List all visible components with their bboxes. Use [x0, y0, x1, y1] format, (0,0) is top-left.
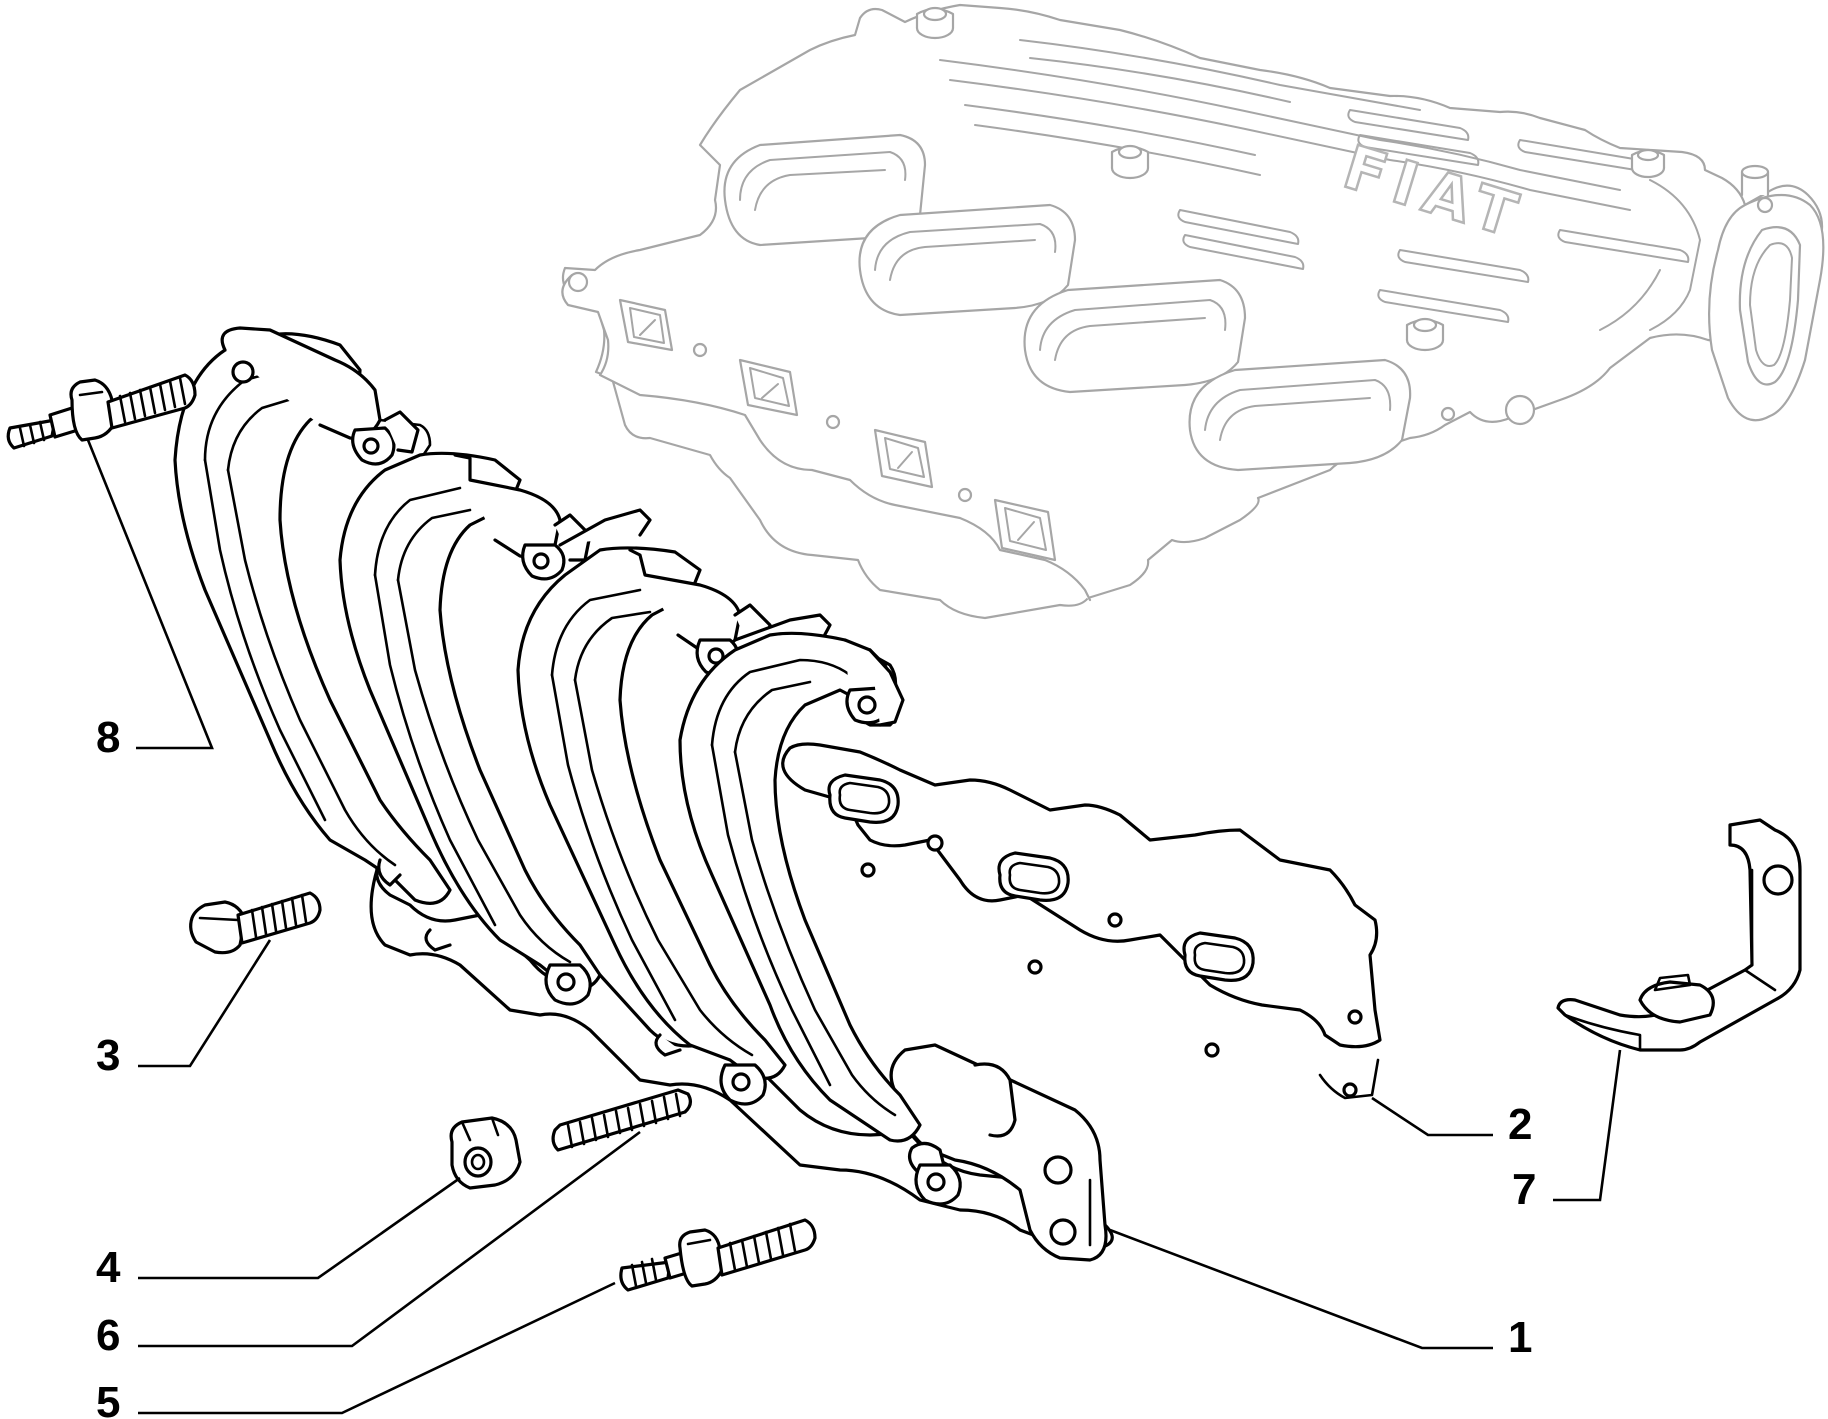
leader-line-8 [86, 439, 214, 750]
leader-line-7 [1553, 1049, 1622, 1202]
callout-6: 6 [96, 1311, 120, 1360]
manifold-bolt-boss [1630, 148, 1666, 179]
intake-port [618, 298, 674, 352]
intake-port [738, 358, 799, 417]
intake-port [993, 498, 1057, 562]
leader-lines [86, 439, 1622, 1415]
throttle-flange [1707, 164, 1825, 422]
stud-6 [551, 1088, 692, 1152]
callout-7: 7 [1512, 1165, 1536, 1214]
callout-3: 3 [96, 1031, 120, 1080]
callout-labels: 8 3 4 6 5 7 2 1 [96, 713, 1536, 1419]
bracket [1556, 818, 1802, 1052]
manifold-bolt-boss [1405, 317, 1445, 352]
manifold-bolt-boss [915, 6, 955, 40]
stud-bolt-5 [619, 1218, 817, 1292]
leader-line-5 [138, 1281, 616, 1415]
exhaust-runner-2 [338, 451, 652, 990]
exhaust-manifold [173, 326, 1114, 1262]
manifold-bolt-boss [1110, 144, 1150, 180]
leader-line-6 [138, 1130, 641, 1348]
exhaust-runner-4 [678, 631, 922, 1143]
intake-port [873, 428, 934, 489]
stud-bolt-8 [6, 373, 197, 450]
callout-4: 4 [96, 1243, 121, 1292]
nut-4 [449, 1116, 522, 1190]
exhaust-runner-1 [173, 326, 452, 905]
callout-1: 1 [1508, 1313, 1532, 1362]
intake-manifold: FIAT [561, 3, 1825, 620]
exhaust-runner-3 [516, 546, 832, 1080]
exhaust-gasket [781, 742, 1382, 1100]
callout-8: 8 [96, 713, 120, 762]
leader-line-1 [1109, 1228, 1493, 1350]
bolt-3 [189, 891, 322, 955]
leader-line-3 [138, 939, 272, 1068]
callout-5: 5 [96, 1378, 120, 1419]
leader-line-2 [1371, 1096, 1493, 1137]
callout-2: 2 [1508, 1100, 1532, 1149]
leader-line-4 [138, 1176, 461, 1280]
